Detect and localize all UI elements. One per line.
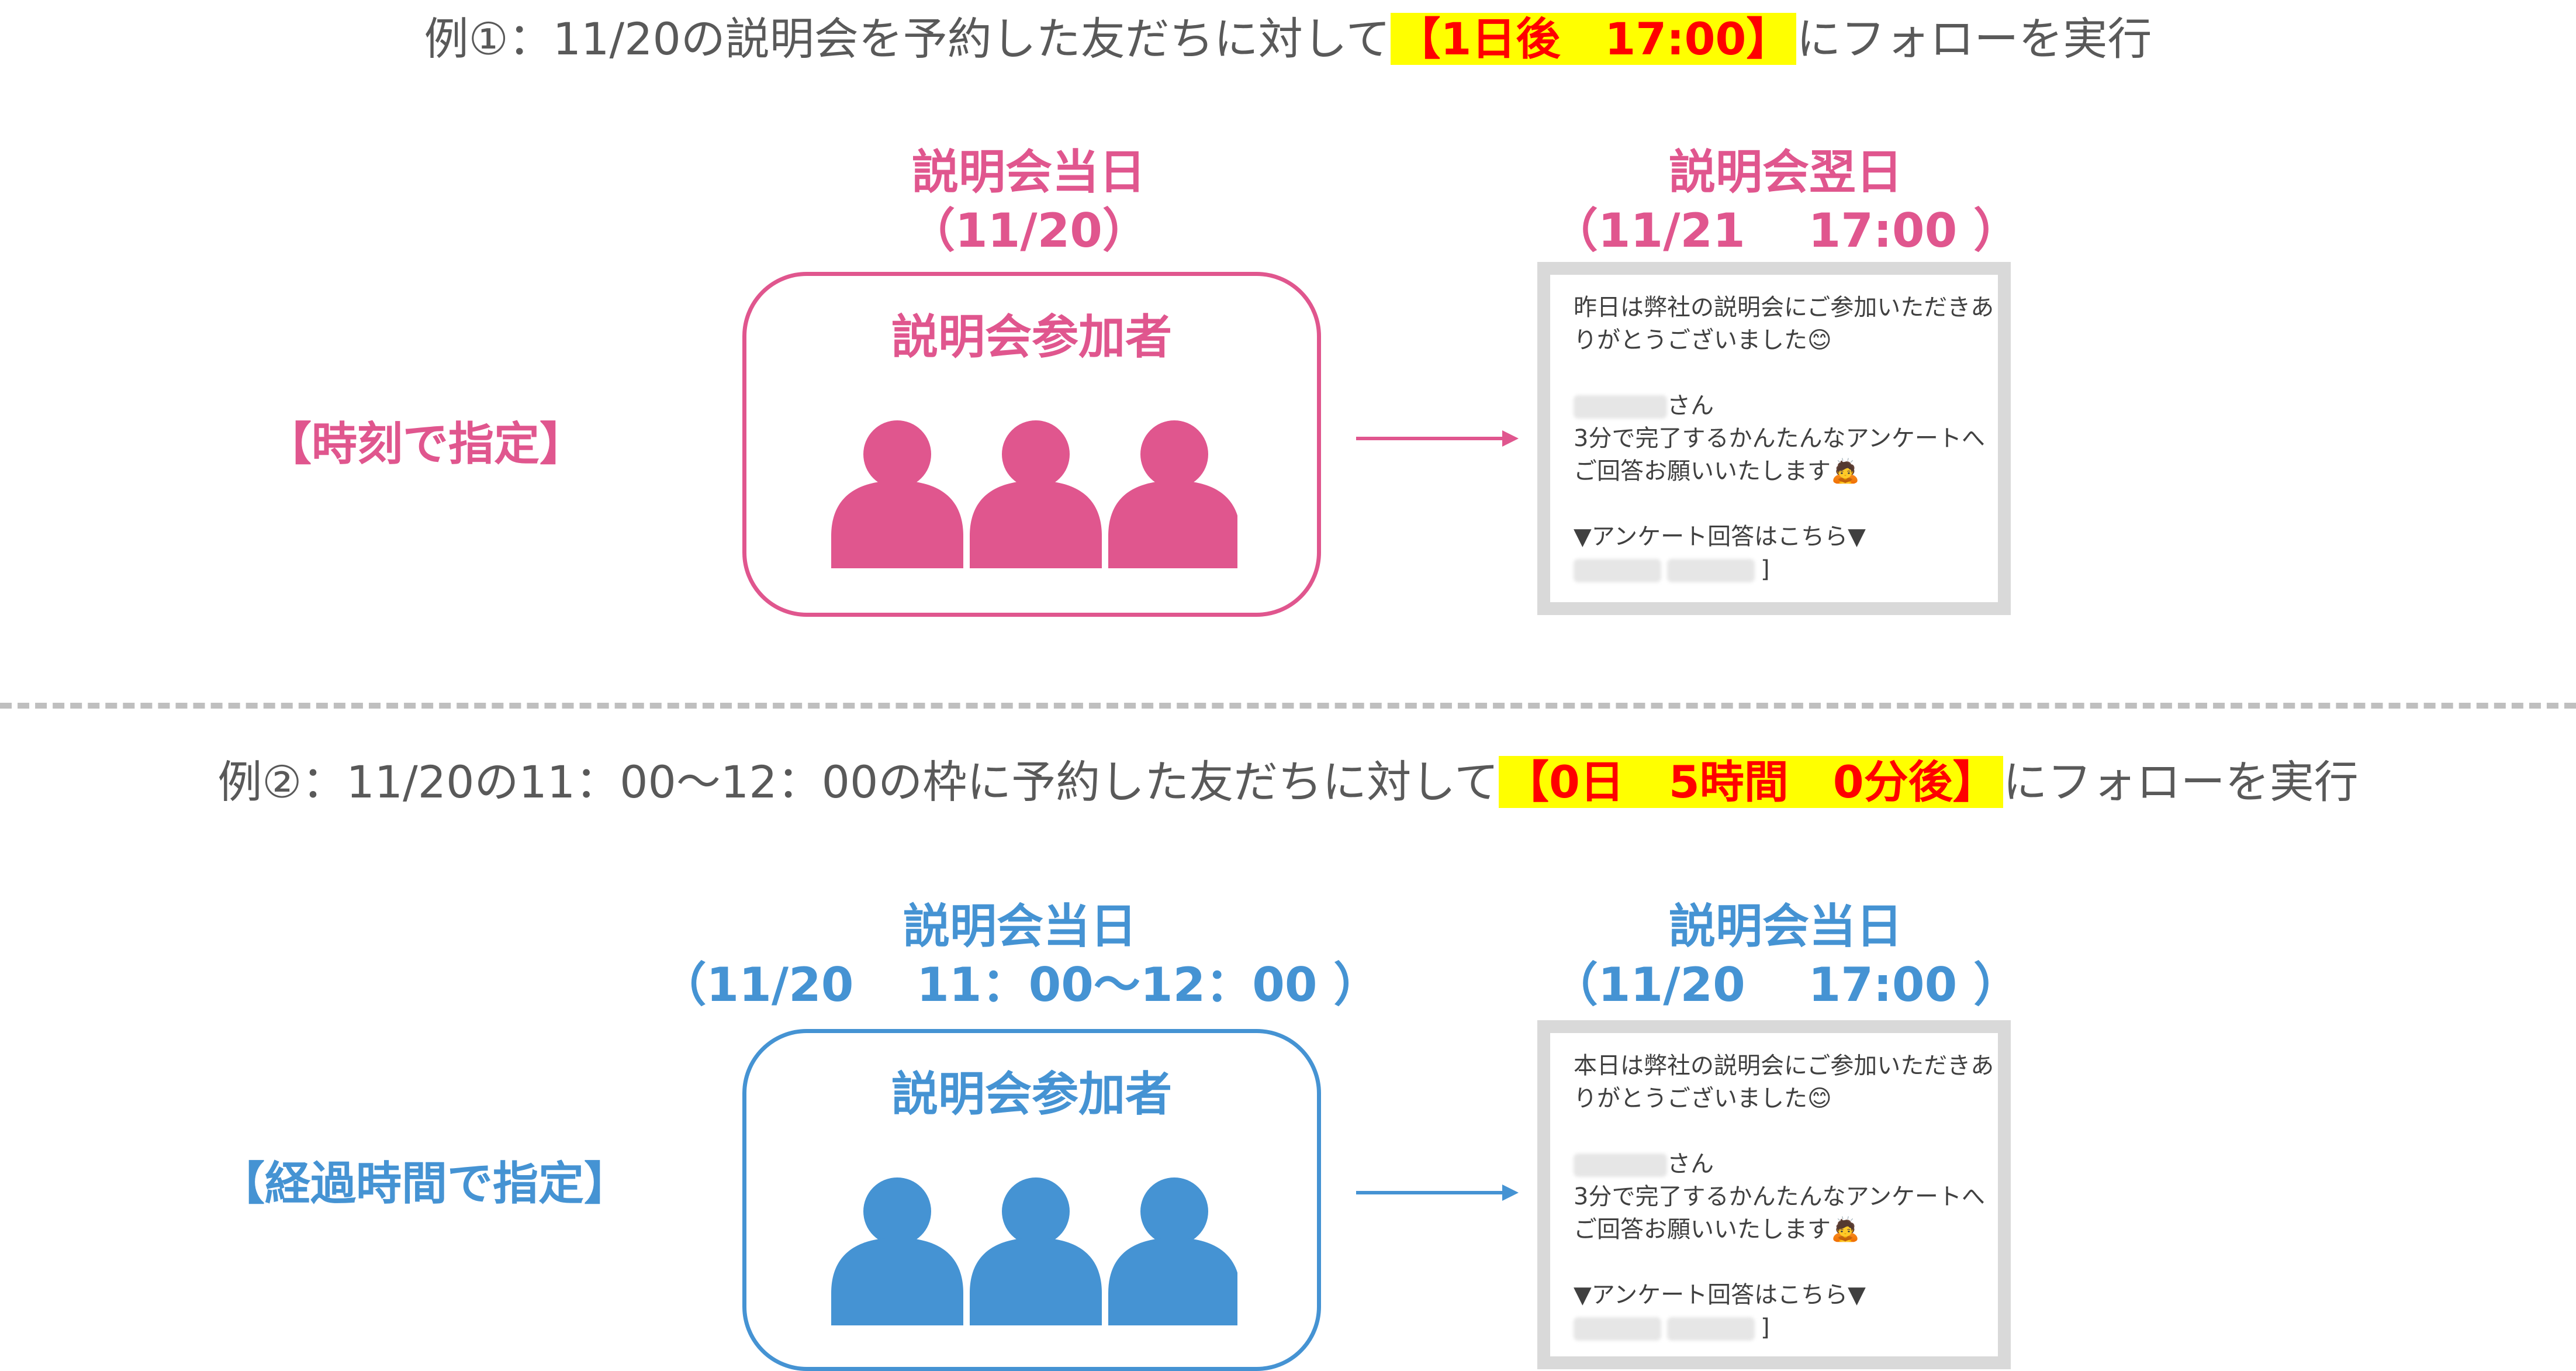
example2-title-highlight: 【0日 5時間 0分後】: [1499, 756, 2003, 808]
person-icon: [863, 1177, 931, 1245]
message-line: ご回答お願いいたします🙇: [1574, 1216, 1860, 1243]
example2-message-preview: 本日は弊社の説明会にご参加いただきあ りがとうございました😊 さん 3分で完了す…: [1537, 1020, 2011, 1369]
example2-title: 例②：11/20の11：00〜12：00の枠に予約した友だちに対して【0日 5時…: [0, 750, 2576, 814]
example2-panel-label: 説明会参加者: [891, 1067, 1172, 1121]
example2-arrow-icon: [1356, 1184, 1519, 1201]
example2-left-heading: 説明会当日: [903, 899, 1137, 954]
blurred-link: [1574, 1317, 1661, 1341]
example2-right-heading: 説明会当日: [1669, 899, 1903, 954]
message-line: 3分で完了するかんたんなアンケートへ: [1574, 1183, 1985, 1210]
blurred-name: [1574, 1154, 1667, 1177]
example2-participants-panel: 説明会参加者: [742, 1029, 1321, 1371]
person-icon: [863, 420, 931, 488]
blurred-link: [1574, 559, 1661, 582]
example1-arrow-icon: [1356, 430, 1519, 447]
example1-title-before: 例①：11/20の説明会を予約した友だちに対して: [424, 13, 1391, 65]
example2-participants-icon: [831, 1177, 1237, 1325]
message-line: ]: [1761, 556, 1770, 583]
person-icon: [1140, 1177, 1208, 1245]
example2-method-label: 【経過時間で指定】: [219, 1158, 630, 1210]
example1-participants-panel: 説明会参加者: [742, 272, 1321, 617]
example1-message-preview: 昨日は弊社の説明会にご参加いただきあ りがとうございました😊 さん 3分で完了す…: [1537, 262, 2011, 615]
example2-title-before: 例②：11/20の11：00〜12：00の枠に予約した友だちに対して: [217, 756, 1499, 808]
example1-panel-label: 説明会参加者: [891, 310, 1172, 364]
section-divider: [0, 703, 2576, 709]
message-line: さん: [1667, 392, 1714, 419]
example2-right-subheading: （11/20 17:00 ）: [1551, 958, 2021, 1012]
example1-method-label: 【時刻で指定】: [266, 418, 586, 471]
message-line: りがとうございました😊: [1574, 1085, 1832, 1112]
person-icon-body: [1108, 481, 1237, 568]
person-icon-body: [1108, 1238, 1237, 1325]
person-icon: [1002, 1177, 1070, 1245]
person-icon-body: [970, 1238, 1102, 1325]
message-line: ]: [1761, 1314, 1770, 1341]
message-line: ご回答お願いいたします🙇: [1574, 458, 1860, 485]
example1-title-highlight: 【1日後 17:00】: [1390, 13, 1797, 65]
example1-left-subheading: （11/20）: [908, 203, 1149, 258]
message-line: さん: [1667, 1151, 1714, 1177]
person-icon: [1002, 420, 1070, 488]
message-line: 本日は弊社の説明会にご参加いただきあ: [1574, 1052, 1994, 1079]
example1-title-after: にフォローを実行: [1796, 13, 2152, 65]
blurred-link: [1667, 1317, 1755, 1341]
example1-right-subheading: （11/21 17:00 ）: [1551, 203, 2021, 258]
blurred-link: [1667, 559, 1755, 582]
message-line: りがとうございました😊: [1574, 327, 1832, 354]
message-line: 3分で完了するかんたんなアンケートへ: [1574, 425, 1985, 452]
person-icon-body: [831, 481, 963, 568]
example1-title: 例①：11/20の説明会を予約した友だちに対して【1日後 17:00】にフォロー…: [0, 7, 2576, 71]
person-icon-body: [831, 1238, 963, 1325]
example2-title-after: にフォローを実行: [2003, 756, 2359, 808]
message-line: 昨日は弊社の説明会にご参加いただきあ: [1574, 294, 1994, 321]
example1-right-heading: 説明会翌日: [1669, 145, 1903, 199]
message-line: ▼アンケート回答はこちら▼: [1574, 523, 1866, 550]
message-line: ▼アンケート回答はこちら▼: [1574, 1282, 1866, 1308]
example1-participants-icon: [831, 420, 1237, 568]
example2-left-subheading: （11/20 11：00〜12：00 ）: [659, 958, 1381, 1012]
person-icon-body: [970, 481, 1102, 568]
blurred-name: [1574, 395, 1667, 419]
person-icon: [1140, 420, 1208, 488]
example1-left-heading: 説明会当日: [912, 145, 1146, 199]
